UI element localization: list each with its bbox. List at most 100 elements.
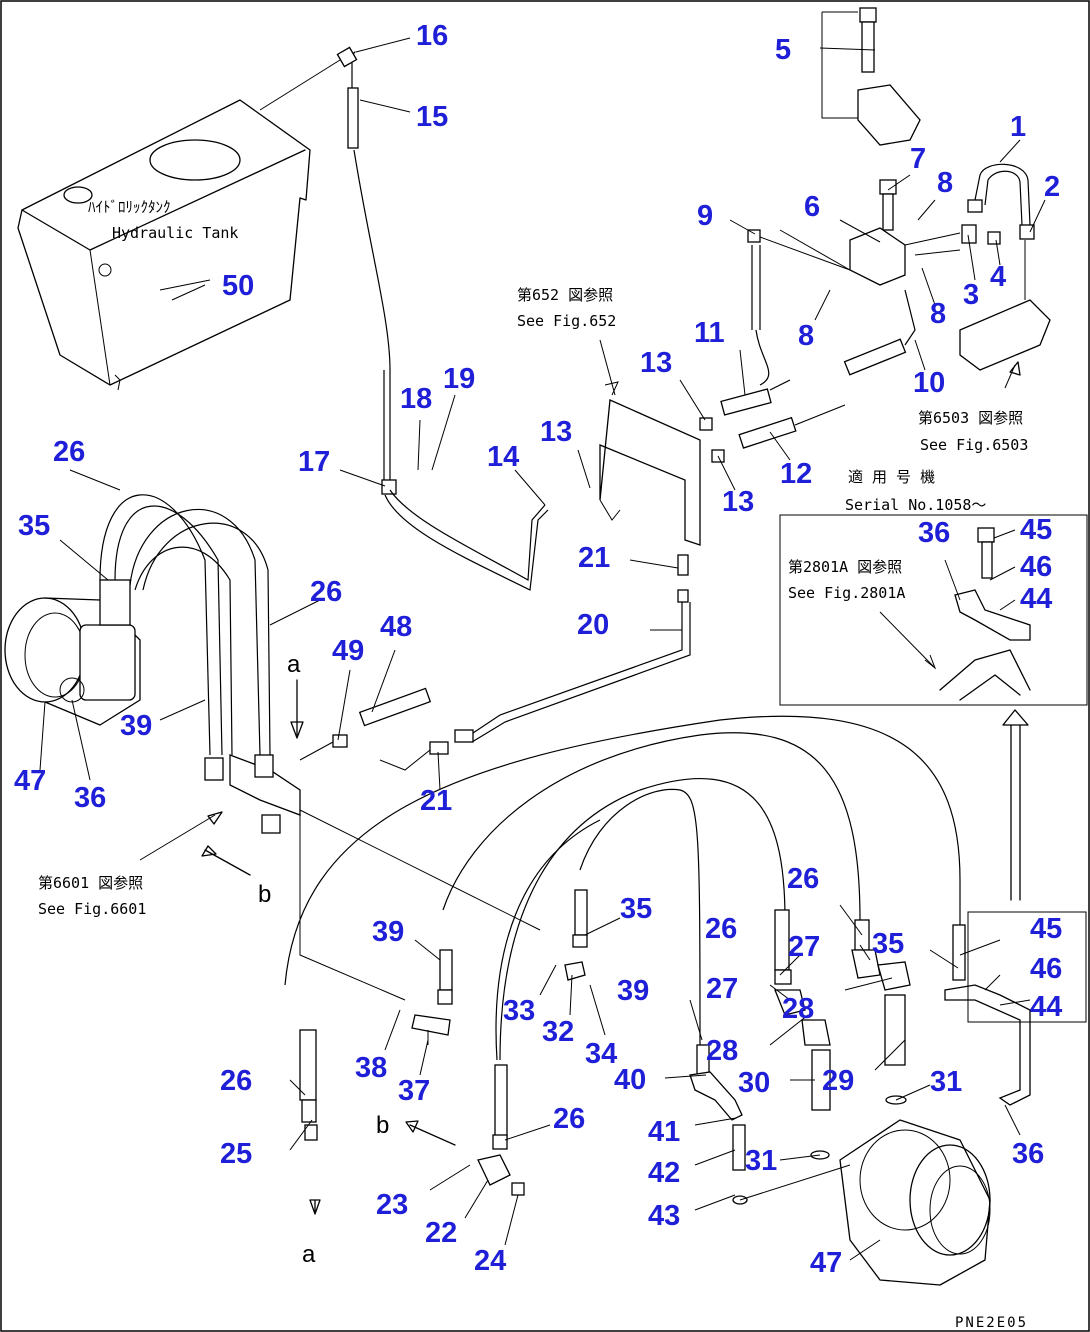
callout-39-mid: 39 bbox=[372, 916, 404, 948]
callout-26-a: 26 bbox=[53, 436, 85, 468]
view-letter-a-bottom: a bbox=[302, 1241, 316, 1268]
callout-36-left: 36 bbox=[74, 782, 106, 814]
callout-35-right: 35 bbox=[872, 928, 904, 960]
ref-652-jp: 第652 図参照 bbox=[517, 286, 613, 304]
callout-37: 37 bbox=[398, 1075, 430, 1107]
callout-39-left: 39 bbox=[120, 710, 152, 742]
ref-2801a-jp: 第2801A 図参照 bbox=[788, 558, 902, 576]
part-callouts: 1 2 3 4 5 6 7 8 8 8 9 10 11 12 13 13 13 … bbox=[14, 20, 1062, 1279]
serial-label-jp: 適 用 号 機 bbox=[848, 468, 935, 486]
tubes-1-2-3-4 bbox=[904, 163, 1051, 371]
inset-serial bbox=[779, 514, 1088, 706]
ref-6601-en: See Fig.6601 bbox=[38, 900, 146, 918]
callout-28-b: 28 bbox=[706, 1035, 738, 1067]
callout-26-b: 26 bbox=[310, 576, 342, 608]
hoses-9-10-11-12 bbox=[699, 229, 916, 463]
callout-26-e: 26 bbox=[220, 1065, 252, 1097]
view-letter-a-top: a bbox=[287, 651, 301, 678]
callout-42: 42 bbox=[648, 1157, 680, 1189]
callout-27-a: 27 bbox=[788, 931, 820, 963]
callout-26-c: 26 bbox=[787, 863, 819, 895]
callout-8-left: 8 bbox=[798, 320, 814, 352]
callout-27-b: 27 bbox=[706, 973, 738, 1005]
callout-21-top: 21 bbox=[578, 542, 610, 574]
callout-9: 9 bbox=[697, 200, 713, 232]
callout-40: 40 bbox=[614, 1064, 646, 1096]
callout-23: 23 bbox=[376, 1189, 408, 1221]
callout-2: 2 bbox=[1044, 171, 1060, 203]
callout-24: 24 bbox=[474, 1245, 506, 1277]
callout-11: 11 bbox=[694, 317, 725, 349]
callout-35-left: 35 bbox=[18, 510, 50, 542]
callout-8-top: 8 bbox=[937, 167, 953, 199]
callout-1: 1 bbox=[1010, 111, 1026, 143]
left-travel-motor bbox=[4, 579, 141, 726]
callout-26-f: 26 bbox=[553, 1103, 585, 1135]
callout-41: 41 bbox=[648, 1116, 680, 1148]
serial-label-en: Serial No.1058～ bbox=[845, 496, 986, 514]
callout-46-lower: 46 bbox=[1030, 953, 1062, 985]
ref-6503-en: See Fig.6503 bbox=[920, 436, 1028, 454]
ref-652-en: See Fig.652 bbox=[517, 312, 616, 330]
callout-44-inset: 44 bbox=[1020, 583, 1052, 615]
callout-5: 5 bbox=[775, 34, 791, 66]
callout-3: 3 bbox=[963, 279, 979, 311]
callout-30: 30 bbox=[738, 1067, 770, 1099]
inset-lower-box bbox=[967, 911, 1087, 1023]
callout-34: 34 bbox=[585, 1038, 617, 1070]
callout-47-right: 47 bbox=[810, 1247, 842, 1279]
inset-link-arrow bbox=[1002, 709, 1029, 901]
tank-label-en: Hydraulic Tank bbox=[112, 224, 238, 242]
callout-14: 14 bbox=[487, 441, 519, 473]
callout-36-right: 36 bbox=[1012, 1138, 1044, 1170]
callout-35-mid: 35 bbox=[620, 893, 652, 925]
control-valve-block bbox=[204, 754, 541, 1001]
callout-33: 33 bbox=[503, 995, 535, 1027]
callout-29: 29 bbox=[822, 1065, 854, 1097]
callout-17: 17 bbox=[298, 446, 330, 478]
ref-6503-jp: 第6503 図参照 bbox=[918, 409, 1023, 427]
view-letter-b-bottom: b bbox=[376, 1112, 389, 1139]
hydraulic-tank bbox=[17, 99, 311, 391]
callout-10: 10 bbox=[913, 367, 945, 399]
callout-44-lower: 44 bbox=[1030, 991, 1062, 1023]
callout-26-d: 26 bbox=[705, 913, 737, 945]
callout-15: 15 bbox=[416, 101, 448, 133]
hose-fittings bbox=[299, 889, 1031, 1205]
pilot-valve-assembly bbox=[779, 7, 921, 286]
callout-36-inset: 36 bbox=[918, 517, 950, 549]
callout-32: 32 bbox=[542, 1016, 574, 1048]
drawing-code: PNE2E05 bbox=[955, 1315, 1028, 1331]
callout-19: 19 bbox=[443, 363, 475, 395]
callout-4: 4 bbox=[990, 261, 1006, 293]
callout-6: 6 bbox=[804, 191, 820, 223]
callout-28-a: 28 bbox=[782, 993, 814, 1025]
callout-46-inset: 46 bbox=[1020, 551, 1052, 583]
mounting-bracket bbox=[599, 399, 701, 546]
callout-22: 22 bbox=[425, 1217, 457, 1249]
callout-18: 18 bbox=[400, 383, 432, 415]
callout-13-left: 13 bbox=[540, 416, 572, 448]
callout-12: 12 bbox=[780, 458, 812, 490]
callout-43: 43 bbox=[648, 1200, 680, 1232]
callout-21-bottom: 21 bbox=[420, 785, 452, 817]
hose-15-line-14 bbox=[259, 46, 549, 591]
callout-8-right: 8 bbox=[930, 298, 946, 330]
callout-25: 25 bbox=[220, 1138, 252, 1170]
callout-45-lower: 45 bbox=[1030, 913, 1062, 945]
ref-6601-jp: 第6601 図参照 bbox=[38, 874, 143, 892]
hose-bundle-right bbox=[284, 715, 961, 1061]
hose-48 bbox=[299, 687, 432, 761]
callout-7: 7 bbox=[910, 143, 926, 175]
leader-lines bbox=[39, 37, 1046, 1261]
callout-16: 16 bbox=[416, 20, 448, 52]
callout-50: 50 bbox=[222, 270, 254, 302]
callout-13-lower: 13 bbox=[722, 486, 754, 518]
callout-48: 48 bbox=[380, 611, 412, 643]
callout-47-left: 47 bbox=[14, 765, 46, 797]
tube-20 bbox=[379, 554, 691, 771]
tank-label-jp: ﾊｲﾄﾞﾛﾘｯｸﾀﾝｸ bbox=[88, 198, 171, 216]
callout-39-right: 39 bbox=[617, 975, 649, 1007]
callout-20: 20 bbox=[577, 609, 609, 641]
